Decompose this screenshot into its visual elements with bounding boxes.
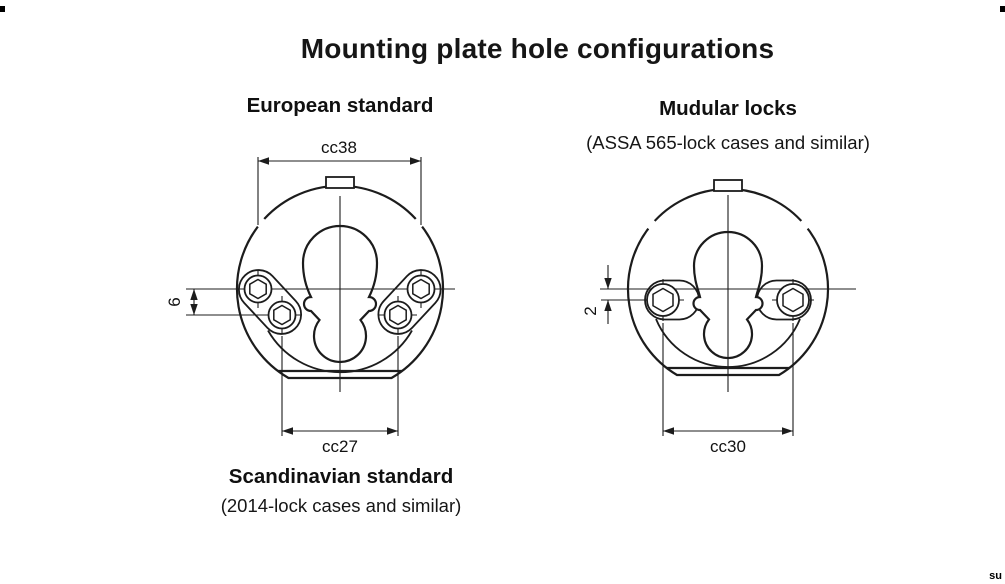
dim-label-2: 2 (581, 306, 600, 315)
modular-heading: Mudular locks (659, 97, 797, 120)
dim-label-cc30: cc30 (710, 437, 746, 456)
page-title: Mounting plate hole configurations (300, 33, 775, 64)
scandinavian-subheading: (2014-lock cases and similar) (220, 495, 462, 516)
scandinavian-heading: Scandinavian standard (228, 465, 454, 488)
clip-gap-icons (252, 214, 428, 232)
dim-label-6: 6 (165, 297, 184, 306)
european-heading: European standard (246, 94, 434, 117)
modular-subheading: (ASSA 565-lock cases and similar) (586, 132, 870, 153)
plate-top-tab (713, 179, 743, 192)
watermark-logo: su (989, 570, 1002, 582)
dimension-2: 2 (581, 265, 645, 324)
plate-top-tab (325, 176, 355, 189)
crop-mark (1000, 6, 1005, 12)
dimension-cc38: cc38 (257, 138, 422, 225)
european-plate-drawing (186, 176, 455, 392)
dimension-cc30: cc30 (662, 323, 794, 456)
dim-label-cc27: cc27 (322, 437, 358, 456)
dimension-cc27: cc27 (281, 336, 399, 456)
modular-plate-drawing (600, 179, 856, 392)
clip-gap-icons (642, 216, 814, 234)
dimension-6: 6 (165, 289, 266, 316)
crop-mark (0, 6, 5, 12)
dim-label-cc38: cc38 (321, 138, 357, 157)
